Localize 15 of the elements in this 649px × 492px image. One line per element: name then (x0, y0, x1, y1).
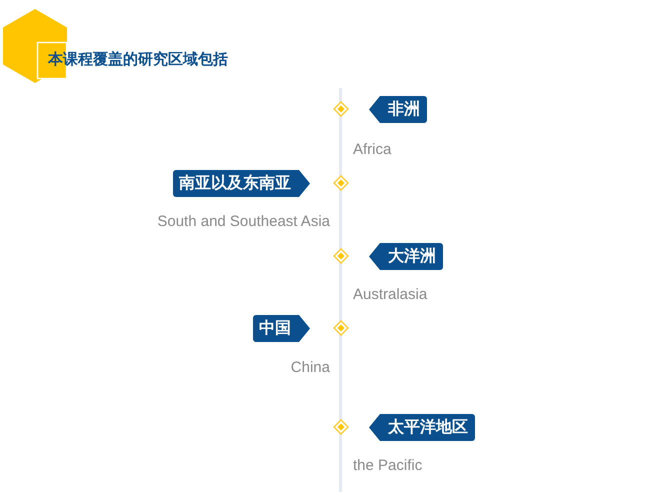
region-name: 中国 (259, 318, 291, 338)
region-caption: China (290, 358, 330, 378)
region-name: 太平洋地区 (388, 418, 468, 438)
region-caption: the Pacific (353, 456, 422, 476)
region-tag (369, 243, 443, 270)
region-name: 南亚以及东南亚 (179, 174, 291, 194)
region-caption: South and Southeast Asia (157, 212, 330, 232)
region-caption: Australasia (353, 285, 428, 305)
region-tag (369, 96, 427, 123)
region-tag (173, 170, 310, 197)
region-name: 非洲 (388, 100, 420, 120)
region-tag (369, 414, 475, 441)
region-name: 大洋洲 (388, 246, 436, 266)
region-caption: Africa (353, 140, 392, 160)
region-tag (253, 315, 310, 342)
